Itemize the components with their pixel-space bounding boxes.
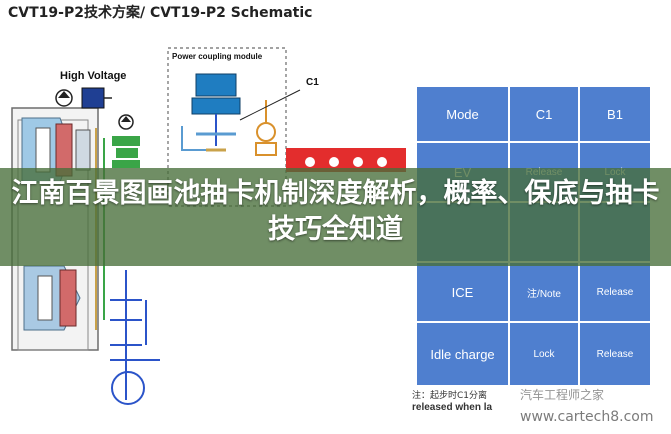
- overlay-title: 江南百景图画池抽卡机制深度解析，概率、保底与抽卡技巧全知道: [11, 178, 660, 245]
- mode-cell: Idle charge: [417, 323, 508, 385]
- c1-cell: Lock: [510, 323, 578, 385]
- note-chinese: 注：起步时C1分离: [412, 391, 488, 401]
- high-voltage-pump: [55, 87, 112, 109]
- c1-header: C1: [510, 87, 578, 141]
- input-pulley: [21, 117, 91, 183]
- note-english: released when la: [412, 402, 493, 413]
- b1-cell: Release: [580, 323, 650, 385]
- hydraulic-valve: [112, 114, 140, 168]
- power-coupling-module-label: Power coupling module: [172, 52, 263, 61]
- b1-cell: Release: [580, 263, 650, 321]
- watermark-url: www.cartech8.com: [520, 409, 654, 425]
- document-title: CVT19-P2技术方案/ CVT19-P2 Schematic: [8, 5, 313, 21]
- final-drive: [110, 270, 160, 405]
- mode-cell: ICE: [417, 263, 508, 321]
- c1-label: C1: [306, 77, 319, 88]
- clutch-c1: [239, 89, 301, 156]
- watermark-text: 汽车工程师之家: [520, 388, 605, 402]
- c1-cell: 注/Note: [510, 263, 578, 321]
- high-voltage-label: High Voltage: [60, 70, 127, 82]
- motor-unit: [181, 73, 241, 152]
- overlay-banner: [0, 168, 671, 266]
- output-pulley: [23, 265, 81, 331]
- b1-header: B1: [580, 87, 650, 141]
- mode-header: Mode: [417, 87, 508, 141]
